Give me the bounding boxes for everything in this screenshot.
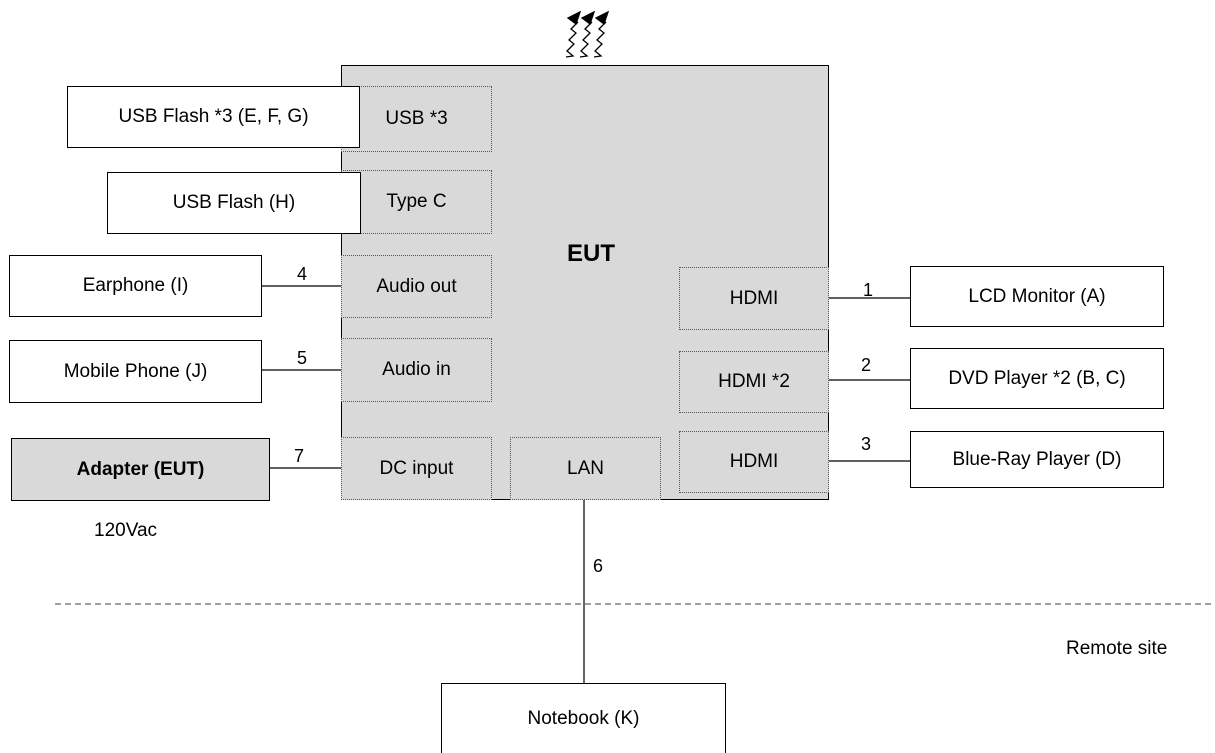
lcd-monitor-box: LCD Monitor (A) <box>910 266 1164 327</box>
cable-number-7: 7 <box>294 446 305 466</box>
audio-out-port: Audio out <box>341 255 492 318</box>
remote-site-label: Remote site <box>1066 638 1168 659</box>
cable-number-3: 3 <box>861 434 872 454</box>
eut-title: EUT <box>567 240 615 267</box>
lan-port: LAN <box>510 437 661 500</box>
type-c-port: Type C <box>341 170 492 234</box>
cable-number-2: 2 <box>861 355 872 375</box>
heat-arrows-icon <box>565 10 610 58</box>
adapter-box: Adapter (EUT) <box>11 438 270 501</box>
cable-number-6: 6 <box>593 556 604 576</box>
mobile-phone-box: Mobile Phone (J) <box>9 340 262 403</box>
usb-flash-h-box: USB Flash (H) <box>107 172 361 234</box>
earphone-box: Earphone (I) <box>9 255 262 317</box>
notebook-box: Notebook (K) <box>441 683 726 753</box>
cable-number-4: 4 <box>297 264 308 284</box>
cable-number-5: 5 <box>297 348 308 368</box>
hdmi-port-2: HDMI *2 <box>679 351 829 413</box>
cable-number-1: 1 <box>863 280 874 300</box>
audio-in-port: Audio in <box>341 338 492 402</box>
hdmi-port-3: HDMI <box>679 431 829 493</box>
usb3-port: USB *3 <box>341 86 492 152</box>
usb-flash-efg-box: USB Flash *3 (E, F, G) <box>67 86 360 148</box>
dvd-player-box: DVD Player *2 (B, C) <box>910 348 1164 409</box>
blue-ray-player-box: Blue-Ray Player (D) <box>910 431 1164 488</box>
dc-input-port: DC input <box>341 437 492 500</box>
voltage-label: 120Vac <box>94 520 158 541</box>
hdmi-port-1: HDMI <box>679 267 829 330</box>
